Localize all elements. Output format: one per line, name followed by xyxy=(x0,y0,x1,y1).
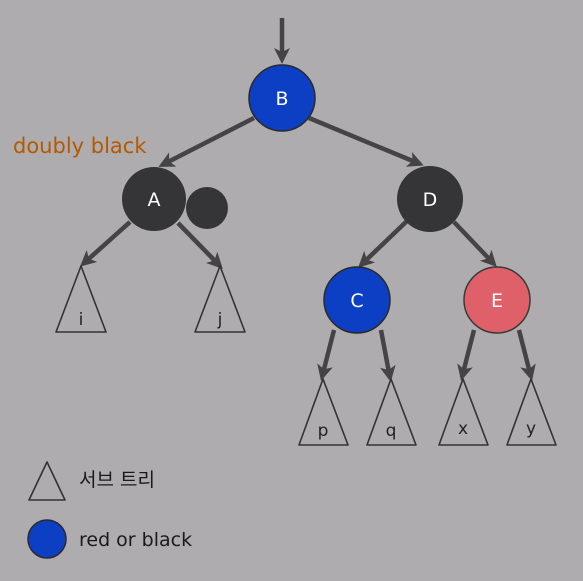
edge-A-j xyxy=(176,221,223,269)
edge-D-E xyxy=(452,220,497,267)
node-D-label: D xyxy=(423,189,438,211)
subtree-p: p xyxy=(298,378,349,446)
legend: 서브 트리 red or black xyxy=(27,461,192,559)
node-C: C xyxy=(323,266,391,334)
subtree-q-label: q xyxy=(386,421,397,441)
edge-A-i xyxy=(80,220,132,267)
doubly-black-annotation: doubly black xyxy=(13,134,147,158)
subtrees: i j p q x y xyxy=(55,265,557,446)
subtree-x-label: x xyxy=(458,419,468,439)
legend-node-label: red or black xyxy=(79,529,192,551)
subtree-j-label: j xyxy=(217,310,223,330)
edge-C-p xyxy=(317,329,337,381)
edge-E-x xyxy=(457,329,477,381)
edge-C-q xyxy=(378,329,396,382)
subtree-y: y xyxy=(506,378,557,446)
subtree-i-label: i xyxy=(79,310,84,330)
legend-subtree: 서브 트리 xyxy=(28,461,155,501)
subtree-x: x xyxy=(438,378,489,446)
node-A-label: A xyxy=(148,189,161,211)
subtree-q: q xyxy=(366,378,417,446)
subtree-y-label: y xyxy=(526,419,536,439)
edge-D-C xyxy=(358,219,409,268)
legend-node: red or black xyxy=(27,519,192,559)
edge-B-D xyxy=(308,115,424,167)
legend-circle-icon xyxy=(27,519,67,559)
legend-triangle-icon xyxy=(28,461,66,501)
node-D: D xyxy=(397,166,463,232)
edge-B-A xyxy=(158,115,256,168)
edges xyxy=(80,18,536,382)
node-E-label: E xyxy=(491,290,503,312)
legend-subtree-label: 서브 트리 xyxy=(79,469,155,491)
node-B: B xyxy=(248,64,316,132)
node-E: E xyxy=(463,266,531,334)
subtree-i: i xyxy=(55,265,107,333)
subtree-p-label: p xyxy=(318,421,329,441)
node-B-label: B xyxy=(275,88,288,110)
node-C-label: C xyxy=(350,290,363,312)
doubly-black-token xyxy=(186,187,228,229)
node-A: A xyxy=(122,167,186,231)
edge-E-y xyxy=(516,329,536,381)
subtree-j: j xyxy=(194,265,246,333)
